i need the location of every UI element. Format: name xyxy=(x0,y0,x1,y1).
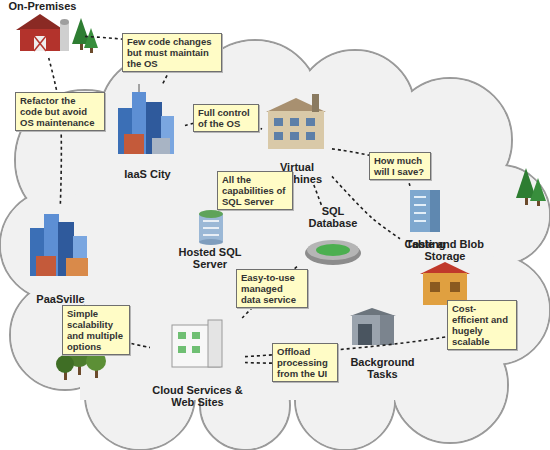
workshop-icon xyxy=(358,324,372,345)
web-building-icon xyxy=(178,346,186,353)
route-callout: All the capabilities of SQL Server xyxy=(217,171,293,210)
factory-icon xyxy=(290,118,299,126)
web-building-icon xyxy=(178,332,186,339)
tower-icon xyxy=(199,210,223,245)
office-tower-icon xyxy=(414,212,426,214)
tree-cluster xyxy=(56,18,546,380)
route-callout: Few code changes but must maintain the O… xyxy=(122,33,222,72)
office-tower-icon xyxy=(410,190,440,232)
tower-icon xyxy=(199,214,223,242)
tower-icon xyxy=(203,227,219,229)
barn-icon xyxy=(60,19,69,25)
factory-icon xyxy=(274,118,283,126)
stadium-icon xyxy=(307,240,359,260)
place-node: SQL Database xyxy=(298,205,368,267)
place-node: Table and Blob Storage xyxy=(400,238,490,306)
workshop-icon xyxy=(350,308,396,316)
place-label: SQL Database xyxy=(298,205,368,229)
route-callout: Simple scalability and multiple options xyxy=(62,305,130,355)
tree-cluster xyxy=(95,370,98,378)
workshop-icon xyxy=(380,315,394,345)
office-tower-icon xyxy=(410,190,440,232)
route-callout: Easy-to-use managed data service xyxy=(236,269,308,308)
place-label: PaaSville xyxy=(36,293,84,305)
cloud-outline xyxy=(80,120,480,400)
factory-icon xyxy=(274,132,283,140)
place-node: IaaS City xyxy=(110,85,185,180)
factory-icon xyxy=(266,94,326,149)
skyscraper-cluster xyxy=(30,214,88,276)
place-label: IaaS City xyxy=(124,168,170,180)
factory-icon xyxy=(312,94,319,112)
web-building-icon xyxy=(192,332,200,339)
route-callout: Refactor the code but avoid OS maintenan… xyxy=(15,92,105,131)
stadium-icon xyxy=(316,244,350,256)
warehouse-icon xyxy=(450,282,460,292)
place-node: On-Premises xyxy=(0,0,85,58)
office-tower-icon xyxy=(414,220,426,222)
web-building-icon xyxy=(172,320,222,367)
tower-icon xyxy=(199,210,223,218)
barn-icon xyxy=(34,36,46,51)
tree-cluster xyxy=(64,372,67,380)
cloud-outline xyxy=(1,41,549,449)
dashed-route xyxy=(49,58,62,205)
place-label: Hosted SQL Server xyxy=(170,246,250,270)
barn-icon xyxy=(16,14,69,51)
factory-icon xyxy=(306,118,315,126)
web-building-icon xyxy=(208,320,222,367)
route-callout: Cost-efficient and hugely scalable xyxy=(447,300,517,350)
office-tower-icon xyxy=(414,196,426,198)
cloud-outline xyxy=(0,40,550,450)
stadium-icon xyxy=(305,241,361,265)
warehouse-icon xyxy=(420,262,470,305)
place-node: Background Tasks xyxy=(340,305,425,380)
route-callout: How much will I save? xyxy=(369,152,431,180)
barn-icon xyxy=(20,29,60,51)
tree-cluster xyxy=(84,28,98,48)
skyscraper-cluster xyxy=(152,138,170,154)
place-label: Cloud Services & Web Sites xyxy=(150,384,245,408)
factory-icon xyxy=(268,111,324,149)
barn-icon xyxy=(34,36,46,51)
tower-icon xyxy=(199,239,223,245)
factory-icon xyxy=(290,132,299,140)
barn-icon xyxy=(34,36,46,51)
warehouse-icon xyxy=(430,282,440,292)
factory-icon xyxy=(306,132,315,140)
tower-icon xyxy=(203,220,219,222)
place-node: Hosted SQL Server xyxy=(170,208,250,270)
workshop-icon xyxy=(350,308,396,345)
barn-icon xyxy=(16,14,64,30)
skyscraper-cluster xyxy=(139,84,140,92)
office-tower-icon xyxy=(414,204,426,206)
tower-icon xyxy=(203,234,219,236)
cloud-outline xyxy=(0,40,550,450)
web-building-icon xyxy=(192,346,200,353)
skyscraper-cluster xyxy=(36,256,56,276)
place-node: PaaSville xyxy=(18,205,103,305)
tree-cluster xyxy=(530,178,546,201)
skyscraper-cluster xyxy=(118,84,174,154)
tree-cluster xyxy=(56,355,74,373)
place-node: Cloud Services & Web Sites xyxy=(150,318,245,408)
place-label: Background Tasks xyxy=(340,356,425,380)
skyscraper-cluster xyxy=(66,258,88,276)
dashed-route xyxy=(314,185,322,205)
office-tower-icon xyxy=(430,190,440,232)
route-callout: Full control of the OS xyxy=(193,104,259,132)
workshop-icon xyxy=(352,315,394,345)
place-label: On-Premises xyxy=(9,0,77,12)
barn-icon xyxy=(60,22,69,51)
stadium-icon xyxy=(305,240,361,265)
route-callout: Offload processing from the UI xyxy=(272,343,338,382)
warehouse-icon xyxy=(420,262,470,274)
skyscraper-cluster xyxy=(124,134,144,154)
place-label: Table and Blob Storage xyxy=(400,238,490,262)
